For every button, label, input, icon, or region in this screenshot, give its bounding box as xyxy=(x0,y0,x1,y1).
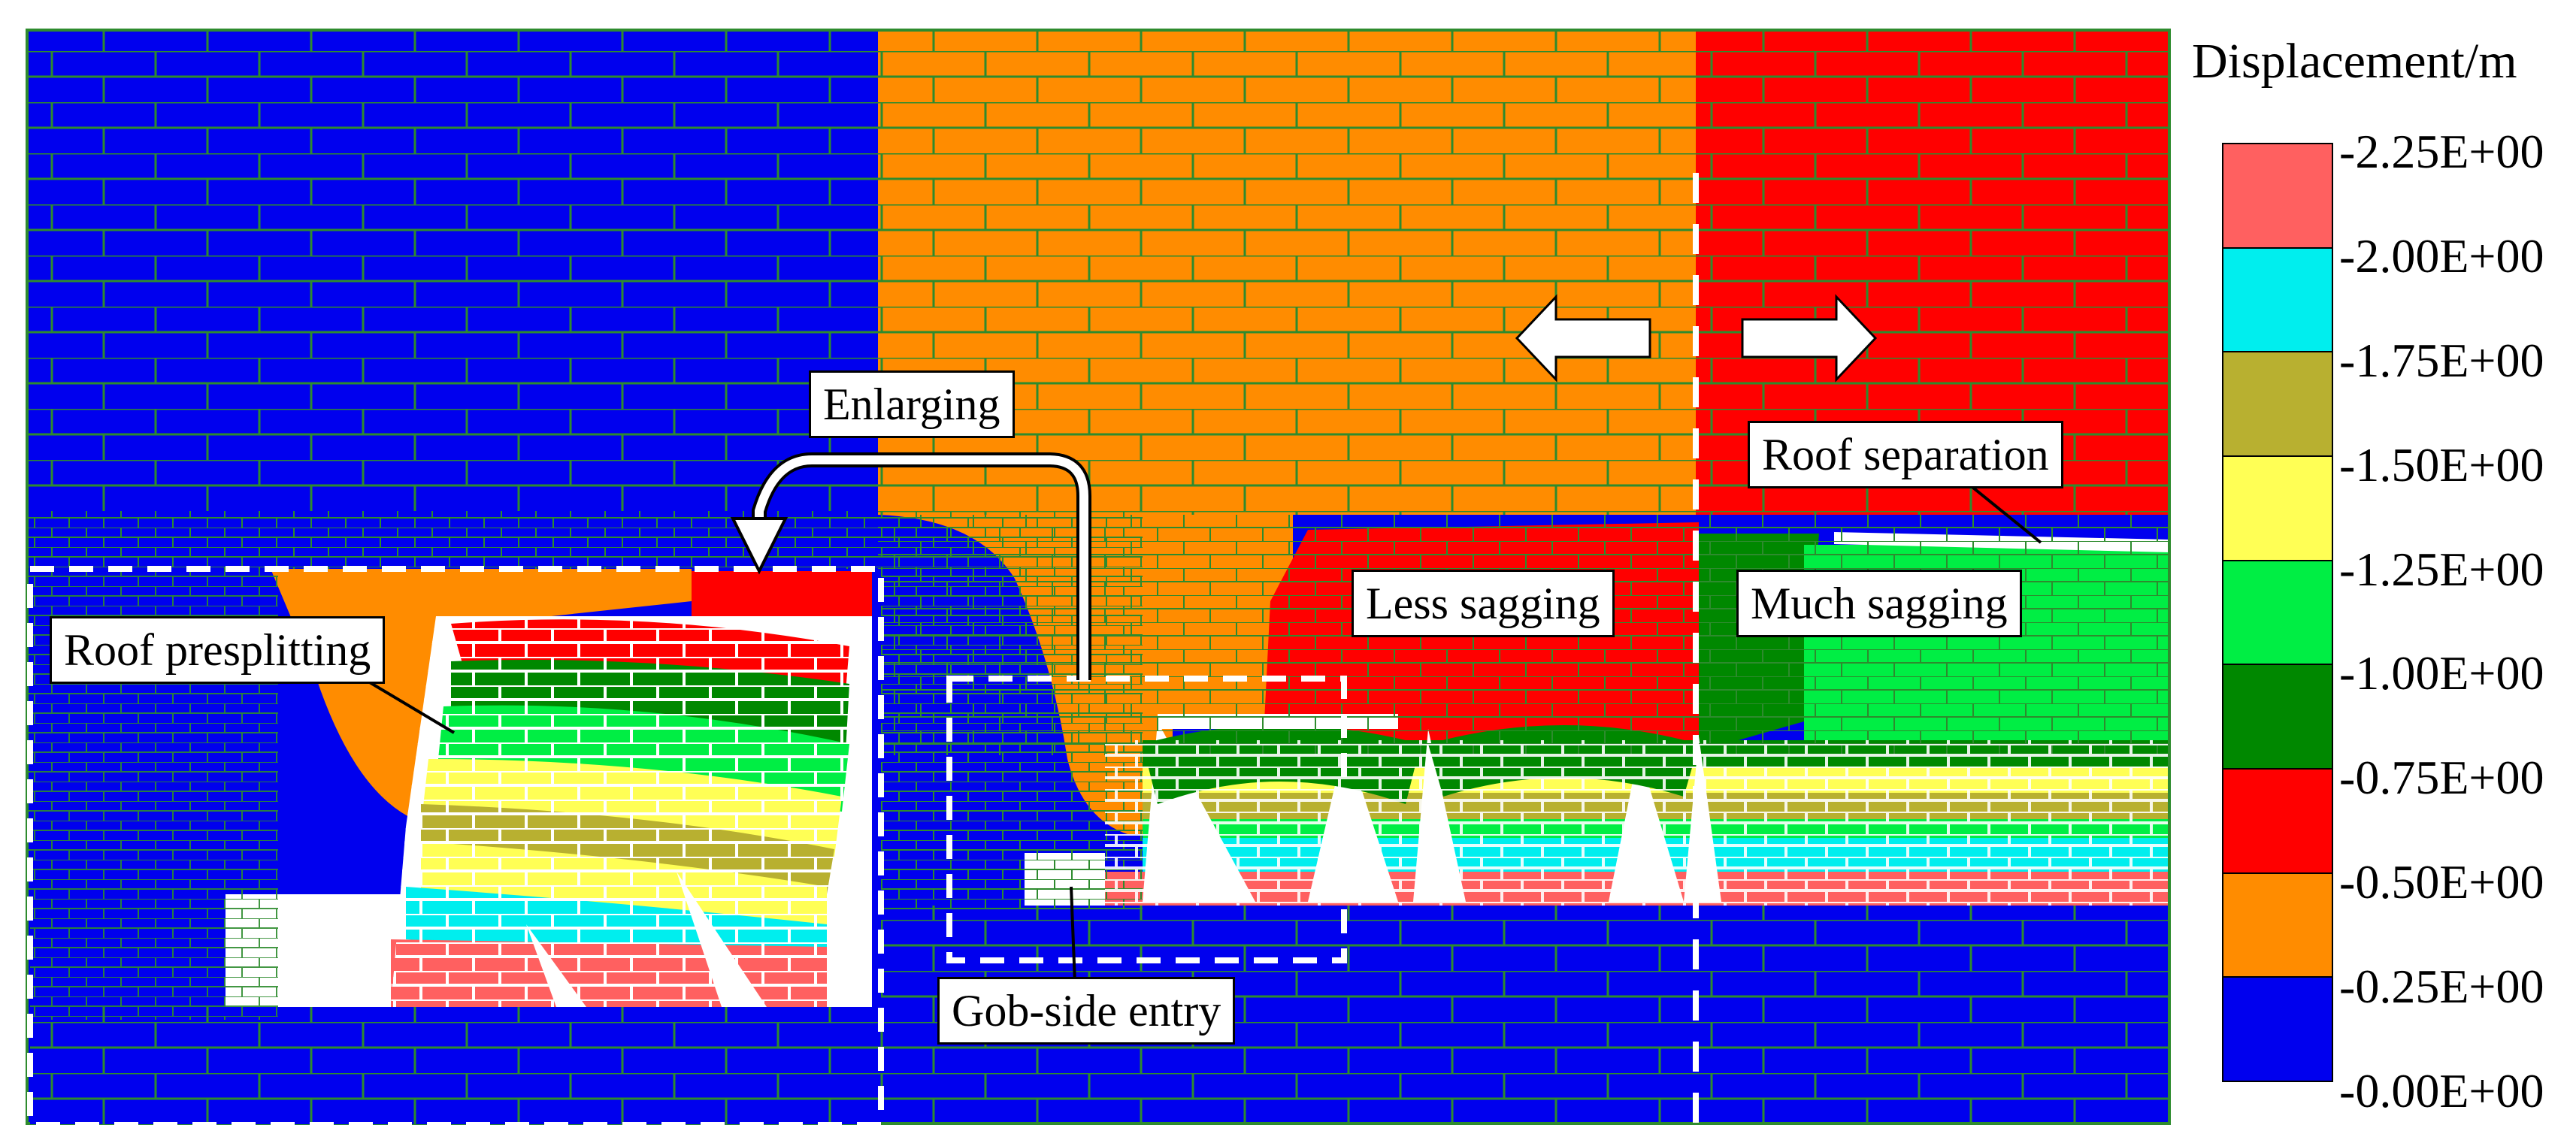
legend-swatch xyxy=(2223,248,2332,353)
legend-swatch xyxy=(2223,873,2332,978)
label-much-sagging: Much sagging xyxy=(1736,570,2022,637)
right-arrow-icon xyxy=(1741,294,1878,383)
legend-color-bar xyxy=(2222,143,2333,1082)
legend-tick-label: -0.50E+00 xyxy=(2339,855,2544,909)
label-less-sagging: Less sagging xyxy=(1352,570,1615,637)
legend-tick-label: -1.75E+00 xyxy=(2339,333,2544,387)
legend-tick-label: -1.50E+00 xyxy=(2339,437,2544,491)
roof-separation-leader xyxy=(1968,483,2042,544)
label-gob-side-entry: Gob-side entry xyxy=(937,977,1236,1045)
legend-tick-label: -0.00E+00 xyxy=(2339,1064,2544,1117)
legend-swatch xyxy=(2223,561,2332,666)
gob-side-entry-leader xyxy=(1070,886,1076,984)
label-enlarging: Enlarging xyxy=(809,370,1015,438)
legend-tick-label: -0.25E+00 xyxy=(2339,960,2544,1014)
legend-tick-label: -2.00E+00 xyxy=(2339,228,2544,283)
label-roof-presplitting: Roof presplitting xyxy=(50,616,386,684)
legend-swatch xyxy=(2223,352,2332,458)
legend-swatch xyxy=(2223,457,2332,561)
legend-swatch xyxy=(2223,978,2332,1081)
legend-tick-label: -2.25E+00 xyxy=(2339,125,2544,178)
legend-title: Displacement/m xyxy=(2192,34,2517,89)
legend-tick-label: -1.25E+00 xyxy=(2339,542,2544,596)
label-roof-separation: Roof separation xyxy=(1748,421,2063,488)
legend-swatch xyxy=(2223,144,2332,249)
legend-tick-label: -1.00E+00 xyxy=(2339,646,2544,700)
legend-swatch xyxy=(2223,770,2332,874)
legend-tick-label: -0.75E+00 xyxy=(2339,751,2544,805)
enlarging-arrow xyxy=(730,452,1091,680)
left-arrow-icon xyxy=(1515,294,1651,383)
legend-swatch xyxy=(2223,665,2332,770)
entry-zoom-frame xyxy=(946,676,1347,963)
